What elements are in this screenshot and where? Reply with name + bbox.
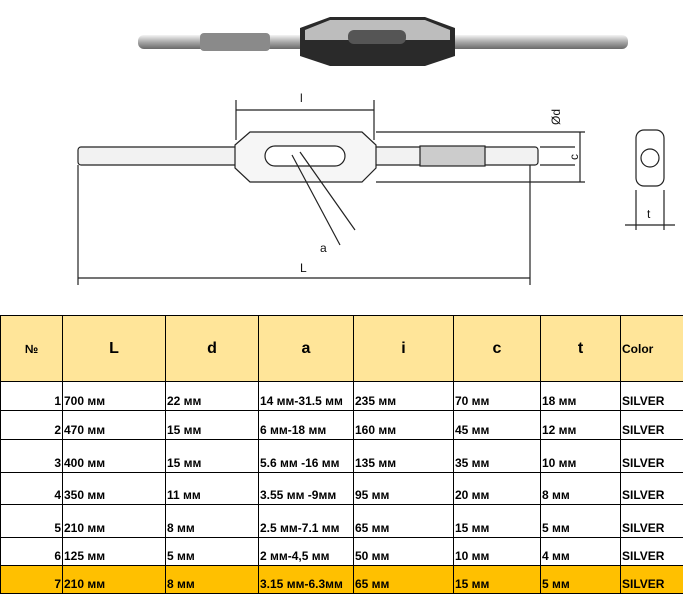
label-t: t	[647, 207, 651, 221]
header-d: d	[166, 316, 259, 382]
cell-i: 65 мм	[354, 505, 454, 538]
cell-t: 8 мм	[541, 473, 621, 505]
cell-number: 4	[1, 473, 63, 505]
cell-L: 210 мм	[63, 505, 166, 538]
cell-d: 8 мм	[166, 566, 259, 594]
cell-color: SILVER	[621, 538, 683, 566]
header-a: a	[259, 316, 354, 382]
label-l: l	[300, 91, 303, 105]
cell-t: 5 мм	[541, 566, 621, 594]
cell-a: 2.5 мм-7.1 мм	[259, 505, 354, 538]
cell-d: 8 мм	[166, 505, 259, 538]
cell-d: 15 мм	[166, 411, 259, 440]
cell-color: SILVER	[621, 473, 683, 505]
cell-i: 95 мм	[354, 473, 454, 505]
cell-L: 210 мм	[63, 566, 166, 594]
cell-a: 2 мм-4,5 мм	[259, 538, 354, 566]
cell-number: 5	[1, 505, 63, 538]
cell-i: 65 мм	[354, 566, 454, 594]
label-L: L	[300, 261, 307, 275]
cell-d: 5 мм	[166, 538, 259, 566]
cell-i: 50 мм	[354, 538, 454, 566]
header-row: № L d a i c t Color	[1, 316, 683, 382]
cell-color: SILVER	[621, 566, 683, 594]
cell-a: 6 мм-18 мм	[259, 411, 354, 440]
cell-i: 135 мм	[354, 440, 454, 473]
cell-a: 3.15 мм-6.3мм	[259, 566, 354, 594]
tap-wrench-drawing: l Ød c a L t	[0, 0, 683, 315]
header-number: №	[1, 316, 63, 382]
header-t: t	[541, 316, 621, 382]
cell-color: SILVER	[621, 505, 683, 538]
cell-d: 22 мм	[166, 382, 259, 411]
cell-d: 11 мм	[166, 473, 259, 505]
technical-drawing	[78, 100, 675, 285]
cell-c: 10 мм	[454, 538, 541, 566]
cell-L: 350 мм	[63, 473, 166, 505]
cell-number: 6	[1, 538, 63, 566]
cell-t: 18 мм	[541, 382, 621, 411]
cell-color: SILVER	[621, 411, 683, 440]
cell-color: SILVER	[621, 382, 683, 411]
cell-L: 400 мм	[63, 440, 166, 473]
label-d: Ød	[549, 109, 563, 125]
cell-c: 70 мм	[454, 382, 541, 411]
cell-color: SILVER	[621, 440, 683, 473]
cell-a: 5.6 мм -16 мм	[259, 440, 354, 473]
cell-c: 35 мм	[454, 440, 541, 473]
cell-a: 3.55 мм -9мм	[259, 473, 354, 505]
cell-c: 15 мм	[454, 505, 541, 538]
cell-a: 14 мм-31.5 мм	[259, 382, 354, 411]
cell-i: 235 мм	[354, 382, 454, 411]
cell-c: 20 мм	[454, 473, 541, 505]
cell-L: 125 мм	[63, 538, 166, 566]
header-c: c	[454, 316, 541, 382]
cell-c: 45 мм	[454, 411, 541, 440]
cell-t: 10 мм	[541, 440, 621, 473]
header-i: i	[354, 316, 454, 382]
cell-d: 15 мм	[166, 440, 259, 473]
cell-t: 5 мм	[541, 505, 621, 538]
cell-number: 2	[1, 411, 63, 440]
cell-c: 15 мм	[454, 566, 541, 594]
cell-i: 160 мм	[354, 411, 454, 440]
cell-t: 4 мм	[541, 538, 621, 566]
tap-wrench-photo	[138, 17, 628, 66]
label-c: c	[567, 154, 581, 160]
cell-L: 700 мм	[63, 382, 166, 411]
cell-t: 12 мм	[541, 411, 621, 440]
cell-number: 1	[1, 382, 63, 411]
cell-number: 7	[1, 566, 63, 594]
header-color: Color	[621, 316, 683, 382]
label-a: a	[320, 241, 327, 255]
cell-number: 3	[1, 440, 63, 473]
cell-L: 470 мм	[63, 411, 166, 440]
header-L: L	[63, 316, 166, 382]
